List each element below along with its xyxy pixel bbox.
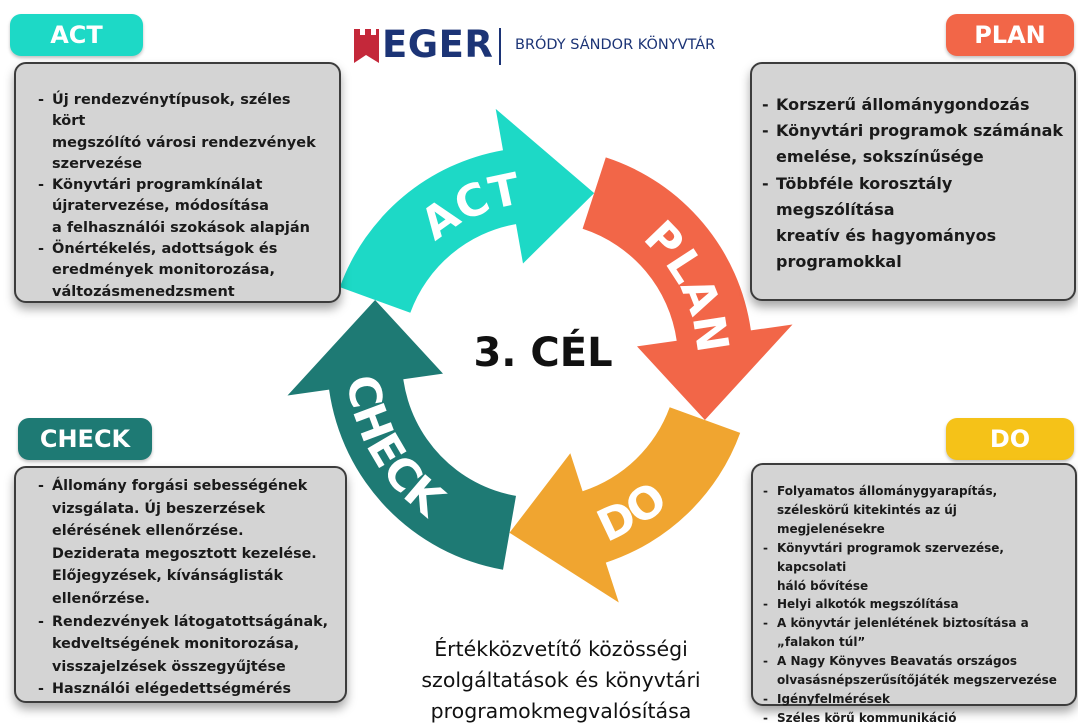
center-title: 3. CÉL	[473, 330, 613, 376]
check-box: Állomány forgási sebességének vizsgálata…	[14, 466, 347, 703]
check-list: Állomány forgási sebességének vizsgálata…	[36, 475, 337, 701]
check-tab: CHECK	[18, 418, 152, 460]
list-item-text: Széles körű kommunikáció	[777, 710, 957, 725]
list-item-text: Rendezvények látogatottságának, kedvelts…	[52, 613, 329, 675]
list-item: Rendezvények látogatottságának, kedvelts…	[36, 611, 337, 679]
check-arrow	[287, 300, 516, 570]
list-item: A könyvtár jelenlétének biztosítása a „f…	[761, 614, 1067, 652]
list-item: Önértékelés, adottságok és eredmények mo…	[36, 239, 327, 303]
list-item-text: Önértékelés, adottságok és eredmények mo…	[52, 241, 278, 300]
plan-list: Korszerű állománygondozás Könyvtári prog…	[760, 92, 1068, 275]
list-item-text: A könyvtár jelenlétének biztosítása a „f…	[777, 616, 1029, 650]
plan-arrow	[582, 157, 793, 420]
list-item: Folyamatos állománygyarapítás, széleskör…	[761, 482, 1067, 539]
list-item-text: Folyamatos állománygyarapítás, széleskör…	[777, 484, 998, 536]
list-item-text: Állomány forgási sebességének vizsgálata…	[52, 478, 317, 607]
list-item: Korszerű állománygondozás	[760, 92, 1068, 118]
list-item-text: Helyi alkotók megszólítása	[777, 597, 959, 612]
logo-name: EGER	[382, 23, 494, 66]
list-item-text: Könyvtári programkínálat újratervezése, …	[52, 177, 310, 236]
logo-divider	[499, 28, 501, 65]
list-item: Igényfelmérések	[761, 690, 1067, 709]
list-item-text: Használói elégedettségmérés	[52, 681, 291, 698]
list-item-text: Korszerű állománygondozás	[776, 95, 1030, 114]
list-item: Új rendezvénytípusok, széles kört megszó…	[36, 90, 327, 175]
list-item: Könyvtári programkínálat újratervezése, …	[36, 175, 327, 239]
logo-library-name: BRÓDY SÁNDOR KÖNYVTÁR	[515, 37, 716, 53]
do-tab: DO	[946, 418, 1074, 460]
eger-library-logo: EGER BRÓDY SÁNDOR KÖNYVTÁR	[352, 23, 752, 69]
list-item-text: Igényfelmérések	[777, 691, 890, 706]
list-item-text: Többféle korosztály megszólítása kreatív…	[776, 173, 997, 272]
act-box: Új rendezvénytípusok, széles kört megszó…	[14, 62, 341, 303]
plan-box: Korszerű állománygondozás Könyvtári prog…	[750, 62, 1076, 301]
act-list: Új rendezvénytípusok, széles kört megszó…	[36, 90, 327, 303]
list-item: Használói elégedettségmérés	[36, 678, 337, 701]
plan-tab: PLAN	[946, 14, 1074, 56]
act-arrow	[339, 108, 595, 313]
list-item-text: A Nagy Könyves Beavatás országos olvasás…	[777, 654, 1057, 688]
list-item: A Nagy Könyves Beavatás országos olvasás…	[761, 652, 1067, 690]
castle-tower-icon	[354, 29, 379, 63]
goal-description: Értékközvetítő közösségi szolgáltatások …	[421, 637, 701, 723]
list-item-text: Könyvtári programok szervezése, kapcsola…	[777, 540, 1004, 593]
list-item: Állomány forgási sebességének vizsgálata…	[36, 475, 337, 611]
list-item-text: Új rendezvénytípusok, széles kört megszó…	[52, 92, 316, 172]
list-item: Helyi alkotók megszólítása	[761, 595, 1067, 614]
do-list: Folyamatos állománygyarapítás, széleskör…	[761, 482, 1067, 728]
list-item: Széles körű kommunikáció	[761, 709, 1067, 728]
list-item: Többféle korosztály megszólítása kreatív…	[760, 171, 1068, 276]
do-box: Folyamatos állománygyarapítás, széleskör…	[751, 463, 1077, 728]
act-tab: ACT	[10, 14, 143, 56]
list-item: Könyvtári programok szervezése, kapcsola…	[761, 539, 1067, 596]
list-item-text: Könyvtári programok számának emelése, so…	[776, 121, 1064, 167]
list-item: Könyvtári programok számának emelése, so…	[760, 118, 1068, 170]
do-arrow	[509, 407, 741, 603]
